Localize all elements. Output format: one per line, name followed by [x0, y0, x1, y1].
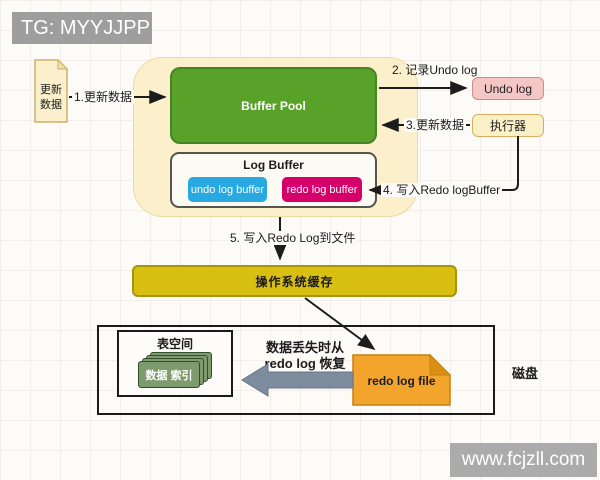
- os-cache-bar: 操作系统缓存: [132, 265, 457, 297]
- os-cache-label: 操作系统缓存: [255, 274, 334, 289]
- step3-label: 3.更新数据: [404, 118, 467, 132]
- recover-line2: redo log 恢复: [264, 356, 346, 371]
- tg-watermark-banner: TG: MYYJJPP: [12, 12, 152, 44]
- undo-log-buffer-label: undo log buffer: [190, 183, 265, 196]
- undo-log-node: Undo log: [472, 77, 544, 100]
- data-index-label: 数据 索引: [145, 369, 193, 382]
- undo-log-buffer-node: undo log buffer: [188, 177, 267, 202]
- step2-label: 2. 记录Undo log: [392, 63, 478, 77]
- update-note-line2: 数据: [40, 99, 62, 111]
- step4-label: 4. 写入Redo logBuffer: [381, 183, 503, 197]
- executor-node: 执行器: [472, 114, 544, 137]
- disk-boundary-rect: [97, 325, 495, 415]
- step5-label: 5. 写入Redo Log到文件: [228, 231, 358, 245]
- update-note-line1: 更新: [40, 84, 62, 96]
- site-watermark-banner: www.fcjzll.com: [450, 443, 597, 477]
- buffer-pool-label: Buffer Pool: [241, 98, 306, 113]
- recover-annotation: 数据丢失时从 redo log 恢复: [252, 340, 358, 372]
- update-note-fold: [57, 58, 69, 70]
- undo-log-label: Undo log: [483, 81, 533, 96]
- redo-log-buffer-label: redo log buffer: [286, 183, 358, 196]
- update-note-text: 更新 数据: [35, 83, 67, 113]
- recover-line1: 数据丢失时从: [265, 340, 344, 355]
- tablespace-title: 表空间: [156, 337, 193, 351]
- buffer-pool-node: Buffer Pool: [170, 67, 377, 144]
- log-buffer-title: Log Buffer: [243, 158, 304, 172]
- redo-log-buffer-node: redo log buffer: [282, 177, 362, 202]
- data-index-card: 数据 索引: [138, 361, 200, 388]
- disk-label: 磁盘: [512, 366, 539, 381]
- step1-label: 1.更新数据: [72, 90, 135, 104]
- executor-label: 执行器: [489, 119, 526, 133]
- redo-log-file-label: redo log file: [367, 374, 436, 388]
